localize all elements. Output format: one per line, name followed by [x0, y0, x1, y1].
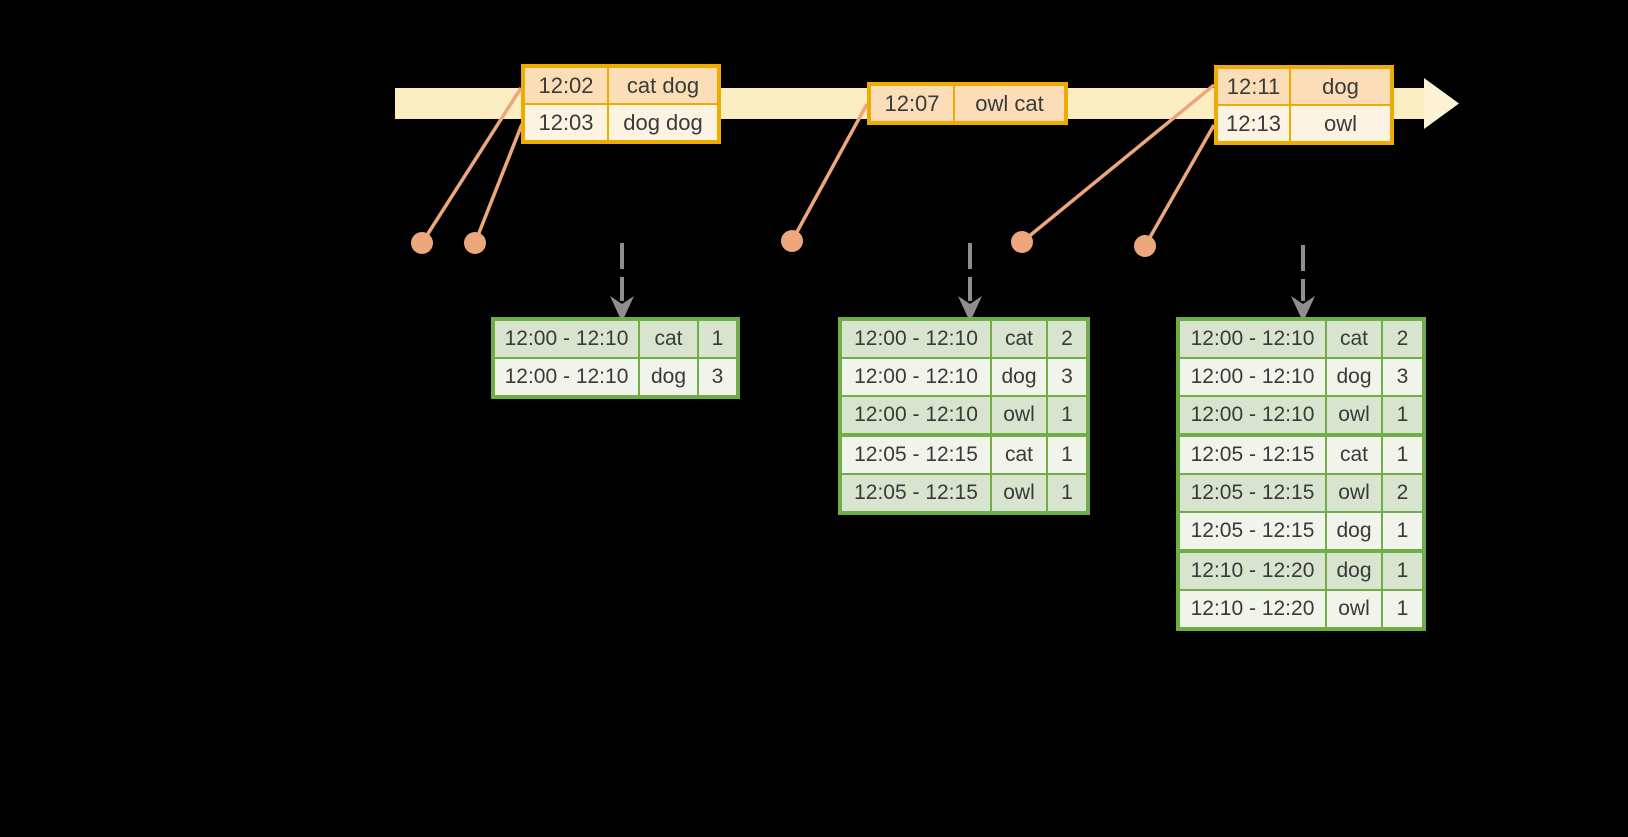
event-dot [464, 232, 486, 254]
table-row: 12:00 - 12:10 cat 2 [1180, 321, 1422, 357]
table-row: 12:13 owl [1218, 104, 1390, 141]
table-row: 12:00 - 12:10 owl 1 [842, 395, 1086, 433]
table-row: 12:02 cat dog [525, 68, 717, 103]
count-cell: 2 [1046, 321, 1086, 357]
event-connectors [420, 83, 1216, 247]
table-row: 12:11 dog [1218, 69, 1390, 104]
word-cell: dog [1325, 553, 1381, 589]
result-table: 12:00 - 12:10 cat 2 12:00 - 12:10 dog 3 … [1176, 317, 1426, 631]
event-connector-line [1143, 124, 1216, 247]
count-cell: 1 [1046, 475, 1086, 511]
window-cell: 12:00 - 12:10 [1180, 359, 1325, 395]
event-table: 12:07 owl cat [867, 82, 1068, 125]
word-cell: cat [1325, 321, 1381, 357]
window-cell: 12:10 - 12:20 [1180, 553, 1325, 589]
trigger-arrowhead-icon [610, 296, 634, 322]
count-cell: 2 [1381, 475, 1422, 511]
table-row: 12:05 - 12:15 owl 1 [842, 473, 1086, 511]
window-cell: 12:00 - 12:10 [495, 359, 638, 395]
trigger-arrow-lines [620, 243, 1305, 301]
count-cell: 1 [1381, 437, 1422, 473]
table-row: 12:10 - 12:20 owl 1 [1180, 589, 1422, 627]
word-cell: cat [990, 437, 1046, 473]
event-words-cell: cat dog [607, 68, 717, 103]
window-cell: 12:05 - 12:15 [1180, 437, 1325, 473]
event-words-cell: owl cat [953, 86, 1064, 121]
trigger-arrowheads [610, 296, 1315, 322]
event-connector-line [420, 87, 523, 244]
event-connector-line [790, 103, 869, 242]
table-row: 12:00 - 12:10 dog 3 [842, 357, 1086, 395]
table-row: 12:05 - 12:15 dog 1 [1180, 511, 1422, 549]
count-cell: 3 [697, 359, 736, 395]
window-cell: 12:05 - 12:15 [842, 437, 990, 473]
table-row: 12:00 - 12:10 cat 2 [842, 321, 1086, 357]
window-cell: 12:00 - 12:10 [842, 359, 990, 395]
count-cell: 3 [1381, 359, 1422, 395]
event-dot [781, 230, 803, 252]
window-cell: 12:05 - 12:15 [842, 475, 990, 511]
window-cell: 12:10 - 12:20 [1180, 591, 1325, 627]
word-cell: owl [990, 475, 1046, 511]
table-row: 12:00 - 12:10 owl 1 [1180, 395, 1422, 433]
event-table: 12:11 dog 12:13 owl [1214, 65, 1394, 145]
event-words-cell: owl [1289, 106, 1390, 141]
event-table: 12:02 cat dog 12:03 dog dog [521, 64, 721, 144]
event-dot [1011, 231, 1033, 253]
count-cell: 1 [1381, 397, 1422, 433]
table-row: 12:10 - 12:20 dog 1 [1180, 549, 1422, 589]
event-words-cell: dog dog [607, 105, 717, 140]
trigger-arrowhead-icon [958, 296, 982, 322]
word-cell: owl [990, 397, 1046, 433]
result-table: 12:00 - 12:10 cat 2 12:00 - 12:10 dog 3 … [838, 317, 1090, 515]
word-cell: cat [1325, 437, 1381, 473]
count-cell: 1 [1381, 513, 1422, 549]
table-row: 12:07 owl cat [871, 86, 1064, 121]
event-dots [411, 230, 1156, 257]
word-cell: dog [638, 359, 697, 395]
window-cell: 12:00 - 12:10 [842, 321, 990, 357]
event-connector-line [1020, 83, 1216, 244]
word-cell: dog [1325, 359, 1381, 395]
table-row: 12:00 - 12:10 dog 3 [1180, 357, 1422, 395]
window-cell: 12:05 - 12:15 [1180, 513, 1325, 549]
window-cell: 12:00 - 12:10 [842, 397, 990, 433]
word-cell: cat [638, 321, 697, 357]
word-cell: owl [1325, 397, 1381, 433]
event-time-cell: 12:03 [525, 105, 607, 140]
table-row: 12:00 - 12:10 dog 3 [495, 357, 736, 395]
event-time-cell: 12:02 [525, 68, 607, 103]
table-row: 12:05 - 12:15 owl 2 [1180, 473, 1422, 511]
event-words-cell: dog [1289, 69, 1390, 104]
event-dot [411, 232, 433, 254]
window-cell: 12:00 - 12:10 [495, 321, 638, 357]
window-cell: 12:00 - 12:10 [1180, 397, 1325, 433]
window-cell: 12:00 - 12:10 [1180, 321, 1325, 357]
count-cell: 1 [1381, 591, 1422, 627]
word-cell: dog [990, 359, 1046, 395]
count-cell: 1 [1046, 397, 1086, 433]
table-row: 12:00 - 12:10 cat 1 [495, 321, 736, 357]
event-connector-line [473, 123, 524, 244]
count-cell: 3 [1046, 359, 1086, 395]
event-time-cell: 12:13 [1218, 106, 1289, 141]
count-cell: 1 [1046, 437, 1086, 473]
result-table: 12:00 - 12:10 cat 1 12:00 - 12:10 dog 3 [491, 317, 740, 399]
event-time-cell: 12:11 [1218, 69, 1289, 104]
count-cell: 2 [1381, 321, 1422, 357]
timeline-arrowhead-icon [1424, 78, 1459, 129]
event-dot [1134, 235, 1156, 257]
window-cell: 12:05 - 12:15 [1180, 475, 1325, 511]
count-cell: 1 [697, 321, 736, 357]
table-row: 12:05 - 12:15 cat 1 [1180, 433, 1422, 473]
word-cell: dog [1325, 513, 1381, 549]
count-cell: 1 [1381, 553, 1422, 589]
table-row: 12:05 - 12:15 cat 1 [842, 433, 1086, 473]
word-cell: owl [1325, 475, 1381, 511]
table-row: 12:03 dog dog [525, 103, 717, 140]
word-cell: cat [990, 321, 1046, 357]
event-time-cell: 12:07 [871, 86, 953, 121]
word-cell: owl [1325, 591, 1381, 627]
trigger-arrowhead-icon [1291, 296, 1315, 322]
